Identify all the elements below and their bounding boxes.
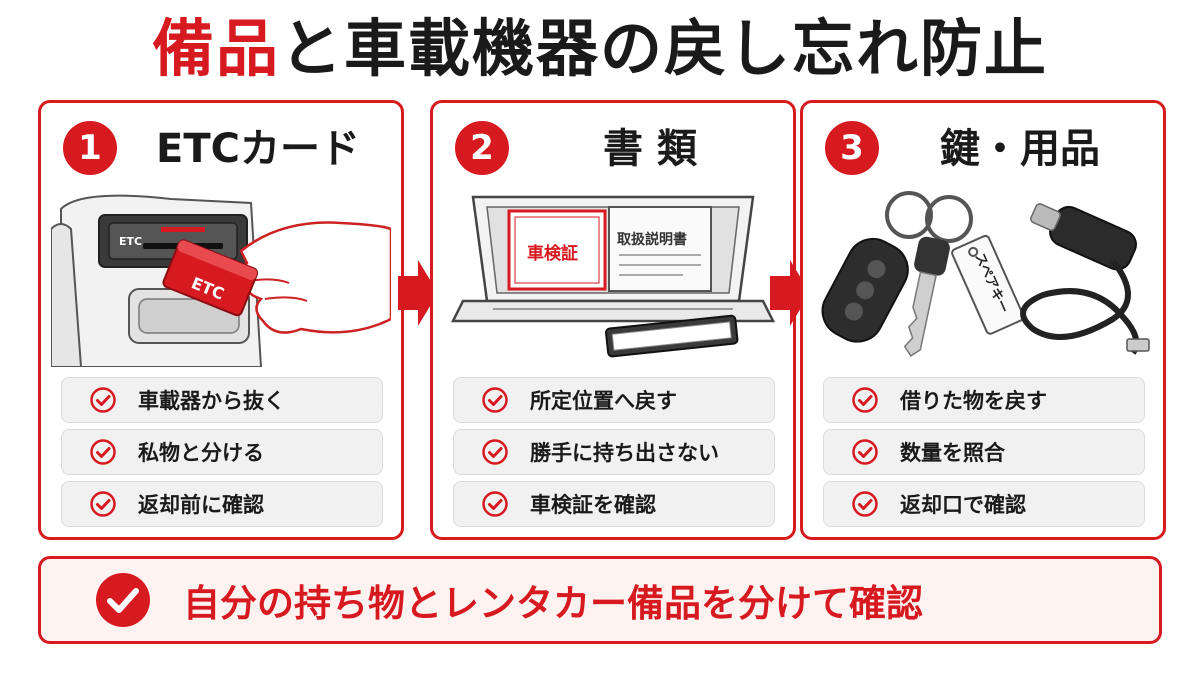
panel-header: 3 鍵・用品	[803, 117, 1163, 181]
doc-manual-label: 取扱説明書	[617, 232, 687, 248]
panel-documents: 2 書 類 車検証 取扱説明書 所定位置へ戻す	[430, 100, 796, 540]
doc-shaken-label: 車検証	[527, 244, 578, 264]
check-circle-icon	[482, 491, 508, 517]
check-circle-icon	[96, 573, 150, 627]
check-item-label: 私物と分ける	[138, 441, 264, 465]
panel-title: 書 類	[603, 126, 697, 172]
check-item-label: 勝手に持ち出さない	[530, 441, 719, 465]
step-number-badge: 3	[825, 121, 879, 175]
summary-banner: 自分の持ち物とレンタカー備品を分けて確認	[38, 556, 1162, 644]
check-item-label: 車載器から抜く	[138, 389, 285, 413]
check-item: 返却前に確認	[61, 481, 383, 527]
panel-header: 2 書 類	[433, 117, 793, 181]
check-item-label: 所定位置へ戻す	[530, 389, 677, 413]
check-circle-icon	[482, 439, 508, 465]
check-item-label: 数量を照合	[900, 441, 1005, 465]
check-circle-icon	[90, 387, 116, 413]
check-item: 勝手に持ち出さない	[453, 429, 775, 475]
check-list: 車載器から抜く 私物と分ける 返却前に確認	[61, 377, 383, 533]
check-circle-icon	[852, 387, 878, 413]
check-circle-icon	[852, 439, 878, 465]
check-item: 車検証を確認	[453, 481, 775, 527]
panel-title: 鍵・用品	[940, 126, 1100, 172]
summary-text: 自分の持ち物とレンタカー備品を分けて確認	[183, 582, 923, 625]
check-circle-icon	[90, 439, 116, 465]
check-item-label: 返却前に確認	[138, 493, 264, 517]
check-item-label: 借りた物を戻す	[900, 389, 1047, 413]
check-list: 借りた物を戻す 数量を照合 返却口で確認	[823, 377, 1145, 533]
check-item: 返却口で確認	[823, 481, 1145, 527]
etc-device-label: ETC	[119, 235, 143, 248]
step-number-badge: 2	[455, 121, 509, 175]
check-item-label: 返却口で確認	[900, 493, 1026, 517]
etc-card-illustration: ETC ETC	[50, 189, 393, 368]
check-item: 所定位置へ戻す	[453, 377, 775, 423]
check-circle-icon	[90, 491, 116, 517]
step-number-badge: 1	[63, 121, 117, 175]
panel-title: ETCカード	[156, 126, 360, 172]
panel-header: 1 ETCカード	[41, 117, 401, 181]
glovebox-illustration: 車検証 取扱説明書	[443, 189, 783, 367]
check-circle-icon	[482, 387, 508, 413]
check-item: 私物と分ける	[61, 429, 383, 475]
check-item: 車載器から抜く	[61, 377, 383, 423]
page-title: 備品と車載機器の戻し忘れ防止	[0, 10, 1200, 88]
check-item: 数量を照合	[823, 429, 1145, 475]
keys-illustration: スペアキー	[813, 189, 1153, 367]
title-accent: 備品	[151, 12, 280, 85]
check-circle-icon	[852, 491, 878, 517]
check-item-label: 車検証を確認	[530, 493, 656, 517]
arrow-right-icon	[398, 260, 438, 326]
panel-etc-card: 1 ETCカード ETC ETC	[38, 100, 404, 540]
title-rest: と車載機器の戻し忘れ防止	[280, 12, 1049, 85]
check-item: 借りた物を戻す	[823, 377, 1145, 423]
panel-keys-items: 3 鍵・用品	[800, 100, 1166, 540]
check-list: 所定位置へ戻す 勝手に持ち出さない 車検証を確認	[453, 377, 775, 533]
